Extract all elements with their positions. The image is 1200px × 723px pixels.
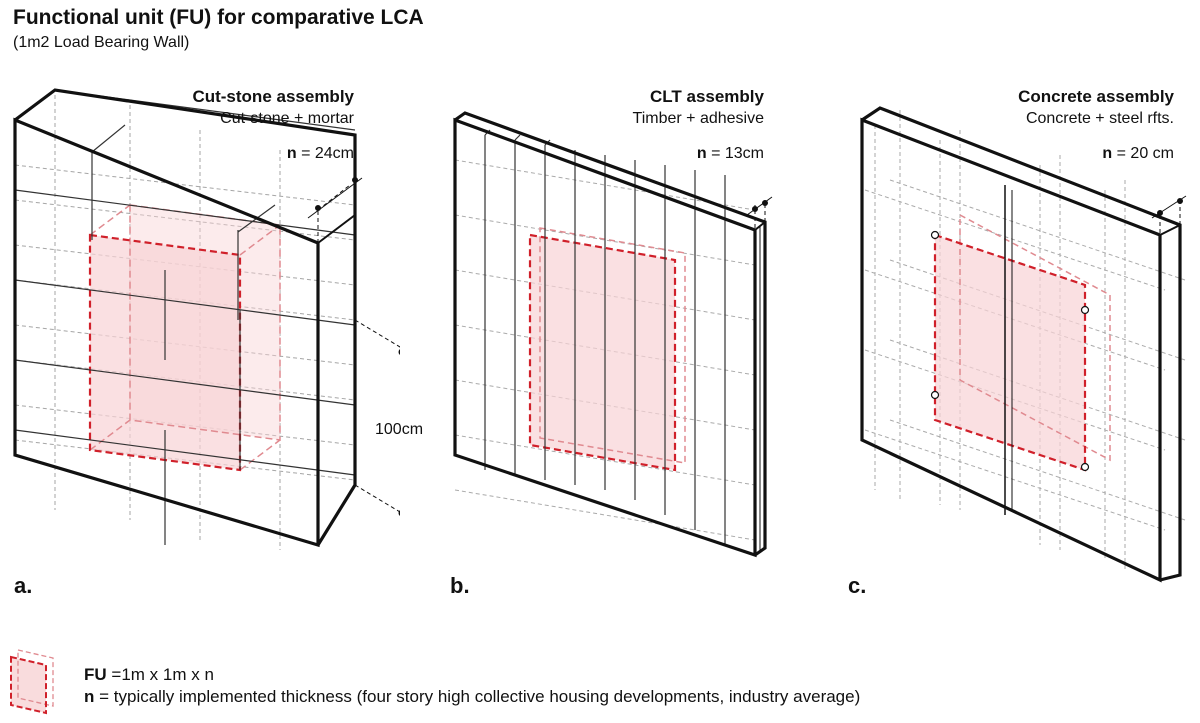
- panel-a-thickness: n = 24cm: [287, 145, 354, 163]
- panel-c-materials: Concrete + steel rfts.: [1025, 110, 1174, 127]
- panel-b-materials: Timber + adhesive: [632, 110, 764, 127]
- n-symbol: n: [286, 145, 297, 162]
- cut-stone-wall-drawing: [13, 88, 400, 550]
- panel-b-label: b.: [450, 573, 470, 598]
- clt-hidden-lines: [454, 159, 756, 541]
- panel-c-label: c.: [848, 573, 867, 598]
- n-symbol: n: [1102, 145, 1113, 162]
- diagram-title: Functional unit (FU) for comparative LCA: [13, 6, 424, 29]
- fu-symbol: FU: [84, 665, 107, 684]
- thickness-dimension-b: [746, 196, 773, 228]
- thickness-dimension-c: [1151, 195, 1187, 233]
- fu-definition: =1m x 1m x n: [111, 665, 214, 684]
- thickness-value: = 20 cm: [1116, 145, 1174, 162]
- cut-stone-outline: [14, 88, 357, 546]
- panel-a-materials: Cut-stone + mortar: [220, 110, 354, 127]
- panel-cut-stone: Cut-stone assembly Cut-stone + mortar n …: [0, 0, 425, 600]
- n-definition: = typically implemented thickness (four …: [99, 687, 861, 706]
- thickness-value: = 13cm: [711, 145, 764, 162]
- fu-box-a: [88, 204, 281, 472]
- panel-b-title: CLT assembly: [649, 87, 764, 106]
- clt-wall-drawing: [453, 111, 773, 558]
- panel-b-thickness: n = 13cm: [697, 145, 764, 163]
- panel-c-title: Concrete assembly: [1018, 87, 1174, 106]
- diagram-subtitle: (1m2 Load Bearing Wall): [13, 34, 190, 51]
- height-dimension-a: [315, 177, 400, 516]
- panel-a-label: a.: [14, 573, 33, 598]
- thickness-dimension-a: [307, 177, 363, 243]
- fu-legend-icon: [10, 649, 54, 715]
- panel-concrete: Concrete assembly Concrete + steel rfts.…: [800, 0, 1200, 600]
- height-dimension-label: 100cm: [374, 421, 425, 439]
- panel-c-thickness: n = 20 cm: [1102, 145, 1174, 163]
- n-symbol: n: [84, 687, 95, 706]
- panel-a-title: Cut-stone assembly: [192, 87, 354, 106]
- n-symbol: n: [696, 145, 707, 162]
- fu-legend-text: FU =1m x 1m x n: [84, 665, 214, 685]
- clt-panel-joints: [484, 129, 726, 545]
- n-legend-text: n = typically implemented thickness (fou…: [84, 687, 860, 707]
- panel-clt: CLT assembly Timber + adhesive n = 13cm …: [410, 0, 810, 600]
- fu-box-b: [528, 227, 686, 472]
- fu-box-c: [930, 213, 1111, 472]
- thickness-value: = 24cm: [301, 145, 354, 162]
- concrete-wall-drawing: [860, 106, 1187, 583]
